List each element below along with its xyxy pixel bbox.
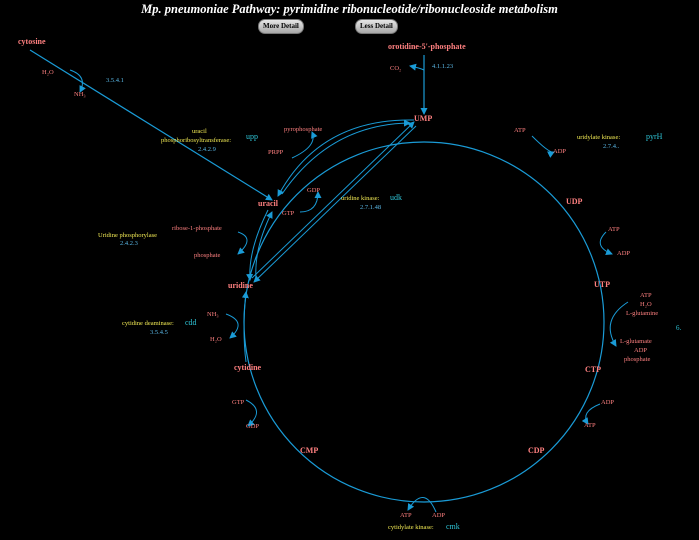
- cofactor-l-glutamate: L-glutamate: [620, 338, 652, 345]
- ec-2-7-4[interactable]: 2.7.4..: [603, 143, 620, 150]
- cofactor-ribose-1-phosphate: ribose-1-phosphate: [172, 225, 222, 232]
- udp-utp-cofactor-arrow: [599, 231, 613, 256]
- ribose-arrow: [237, 231, 248, 255]
- cofactor-adp: ADP: [601, 399, 614, 406]
- gene-upp[interactable]: upp: [246, 132, 258, 141]
- metabolite-cytosine[interactable]: cytosine: [18, 37, 46, 46]
- cofactor-pyrophosphate: pyrophosphate: [284, 126, 322, 133]
- uridine-to-ump-line: [251, 121, 415, 279]
- cofactor-prpp: PRPP: [268, 149, 284, 156]
- metabolite-uracil[interactable]: uracil: [258, 199, 279, 208]
- cofactor-adp: ADP: [553, 148, 566, 155]
- metabolite-ctp[interactable]: CTP: [585, 365, 601, 374]
- ec-4-1-1-23[interactable]: 4.1.1.23: [432, 63, 453, 70]
- ump-to-uracil-arc: [277, 119, 415, 197]
- cofactor-atp: ATP: [640, 292, 652, 299]
- enzyme-upp-line1: uracil: [192, 128, 207, 135]
- cofactor-co2: CO₂: [390, 65, 401, 72]
- gene-cdd[interactable]: cdd: [185, 318, 197, 327]
- utp-ctp-cofactor-arrow: [609, 301, 629, 347]
- cytosine-to-uracil-arrow: [29, 49, 273, 201]
- page-title: Mp. pneumoniae Pathway: pyrimidine ribon…: [141, 2, 558, 16]
- uridine-uracil-arc: [255, 211, 273, 279]
- gene-udk[interactable]: udk: [390, 193, 402, 202]
- nh3-arrow: [225, 313, 239, 339]
- ctp-cdp-cofactor-arrow: [581, 403, 601, 425]
- uracil-to-ump-arc: [281, 119, 411, 195]
- gene-utp-side[interactable]: 6.: [676, 324, 682, 332]
- metabolite-ump[interactable]: UMP: [414, 114, 432, 123]
- cytidine-to-uridine-arc: [241, 291, 249, 363]
- enzyme-pyrh: uridylate kinase:: [577, 134, 620, 141]
- cofactor-atp: ATP: [400, 512, 412, 519]
- metabolite-udp[interactable]: UDP: [566, 197, 583, 206]
- cofactor-phosphate: phosphate: [194, 252, 220, 259]
- enzyme-udk: uridine kinase:: [341, 195, 380, 202]
- cofactor-h2o: H₂O: [640, 301, 652, 308]
- cofactor-atp: ATP: [514, 127, 526, 134]
- gtp-gdp-arrow: [299, 191, 322, 213]
- cofactor-adp: ADP: [432, 512, 445, 519]
- uracil-uridine-arc: [246, 209, 269, 281]
- cofactor-h2o: H₂O: [42, 69, 54, 76]
- metabolite-orotidine[interactable]: orotidine-5'-phosphate: [388, 42, 466, 51]
- prpp-arrow: [291, 131, 318, 159]
- cofactor-h2o: H₂O: [210, 336, 222, 343]
- less-detail-button[interactable]: Less Detail: [355, 19, 398, 34]
- enzyme-upp-line2: phosphoribosyltransferase:: [161, 137, 231, 144]
- cofactor-nh3: NH₃: [74, 91, 86, 98]
- ec-2-7-1-48[interactable]: 2.7.1.48: [360, 204, 381, 211]
- ump-to-uridine-line: [253, 125, 417, 283]
- cmp-cdp-cofactor-arrow: [407, 497, 437, 513]
- cmp-cytidine-cofactor-arrow: [245, 399, 257, 427]
- cofactor-phosphate: phosphate: [624, 356, 650, 363]
- cofactor-l-glutamine: L-glutamine: [626, 310, 658, 317]
- cofactor-adp: ADP: [617, 250, 630, 257]
- cofactor-gdp: GDP: [246, 423, 259, 430]
- cyt-side-arrow: [69, 69, 86, 93]
- enzyme-uph: Uridine phosphorylase: [98, 232, 157, 239]
- enzyme-cdd: cytidine deaminase:: [122, 320, 174, 327]
- metabolite-utp[interactable]: UTP: [594, 280, 610, 289]
- cofactor-adp: ADP: [634, 347, 647, 354]
- gene-cmk[interactable]: cmk: [446, 522, 460, 531]
- pathway-cycle: [243, 141, 605, 503]
- metabolite-cytidine[interactable]: cytidine: [234, 363, 262, 372]
- metabolite-cmp[interactable]: CMP: [300, 446, 318, 455]
- ec-3-5-4-1[interactable]: 3.5.4.1: [106, 77, 124, 84]
- ec-3-5-4-5[interactable]: 3.5.4.5: [150, 329, 168, 336]
- cofactor-gtp: GTP: [282, 210, 295, 217]
- metabolite-uridine[interactable]: uridine: [228, 281, 253, 290]
- metabolite-cdp[interactable]: CDP: [528, 446, 545, 455]
- cofactor-atp: ATP: [608, 226, 620, 233]
- cofactor-gdp: GDP: [307, 187, 320, 194]
- ec-2-4-2-9[interactable]: 2.4.2.9: [198, 146, 216, 153]
- co2-arrow: [409, 63, 425, 71]
- ec-2-4-2-3[interactable]: 2.4.2.3: [120, 240, 138, 247]
- gene-pyrh[interactable]: pyrH: [646, 132, 663, 141]
- cofactor-atp: ATP: [584, 422, 596, 429]
- ump-udp-cofactor-arrow: [531, 135, 555, 158]
- enzyme-cmk: cytidylate kinase:: [388, 524, 434, 531]
- cofactor-nh3: NH₃: [207, 311, 219, 318]
- cofactor-gtp: GTP: [232, 399, 245, 406]
- more-detail-button[interactable]: More Detail: [258, 19, 304, 34]
